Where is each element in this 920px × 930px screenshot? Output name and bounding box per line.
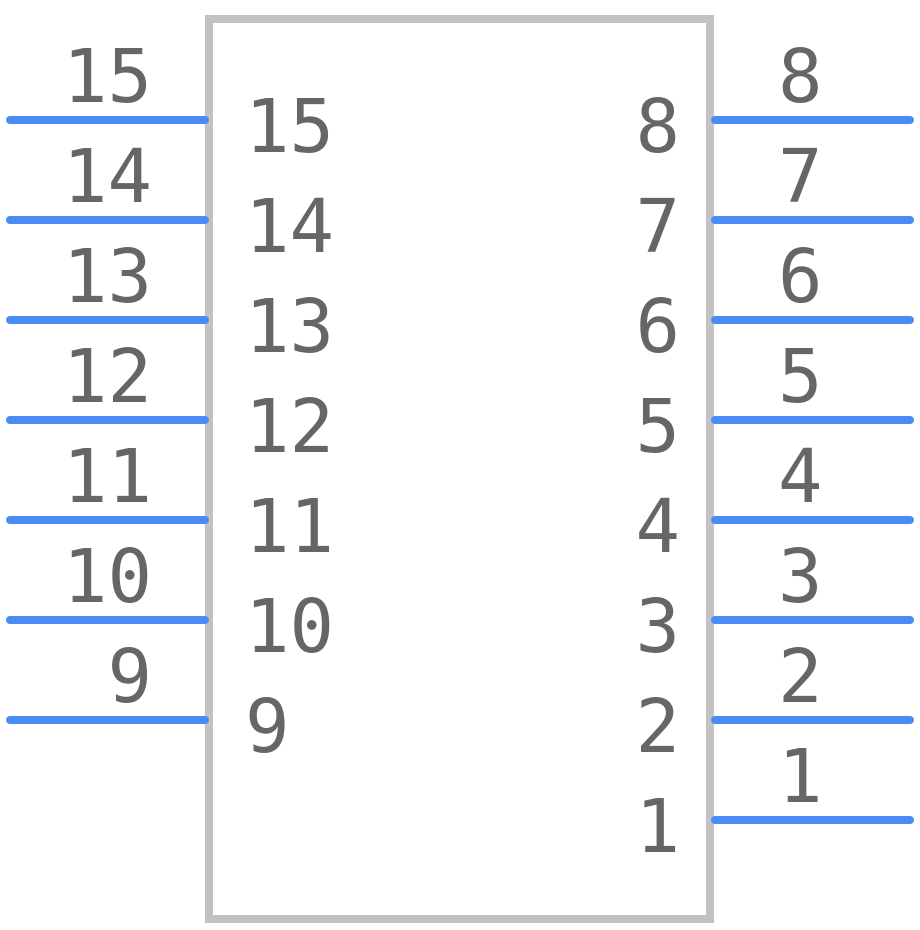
right-pin-number-label: 2: [778, 634, 823, 720]
right-pin-name-label: 1: [635, 784, 680, 870]
left-pin-number-label: 12: [63, 334, 152, 420]
right-pin-number-label: 3: [778, 534, 823, 620]
right-pin-name-label: 8: [635, 84, 680, 170]
right-pin-number-label: 4: [778, 434, 823, 520]
right-pin-name-label: 2: [635, 684, 680, 770]
left-pin-number-label: 11: [63, 434, 152, 520]
left-pin-number-label: 13: [63, 234, 152, 320]
right-pin-number-label: 1: [778, 734, 823, 820]
component-body: [205, 15, 714, 923]
right-pin-name-label: 7: [635, 184, 680, 270]
left-pin-number-label: 15: [63, 34, 152, 120]
right-pin-name-label: 6: [635, 284, 680, 370]
right-pin-name-label: 3: [635, 584, 680, 670]
right-pin-number-label: 5: [778, 334, 823, 420]
left-pin-number-label: 10: [63, 534, 152, 620]
left-pin-number-label: 14: [63, 134, 152, 220]
left-pin-number-label: 9: [107, 634, 152, 720]
pin-group: 1515141413131212111110109988776655443322…: [6, 34, 914, 870]
left-pin-name-label: 10: [245, 584, 334, 670]
left-pin-name-label: 13: [245, 284, 334, 370]
left-pin-name-label: 11: [245, 484, 334, 570]
right-pin-number-label: 6: [778, 234, 823, 320]
right-pin-name-label: 5: [635, 384, 680, 470]
left-pin-name-label: 12: [245, 384, 334, 470]
right-pin-name-label: 4: [635, 484, 680, 570]
right-pin-number-label: 7: [778, 134, 823, 220]
left-pin-name-label: 15: [245, 84, 334, 170]
left-pin-name-label: 14: [245, 184, 334, 270]
right-pin-number-label: 8: [778, 34, 823, 120]
left-pin-name-label: 9: [245, 684, 290, 770]
